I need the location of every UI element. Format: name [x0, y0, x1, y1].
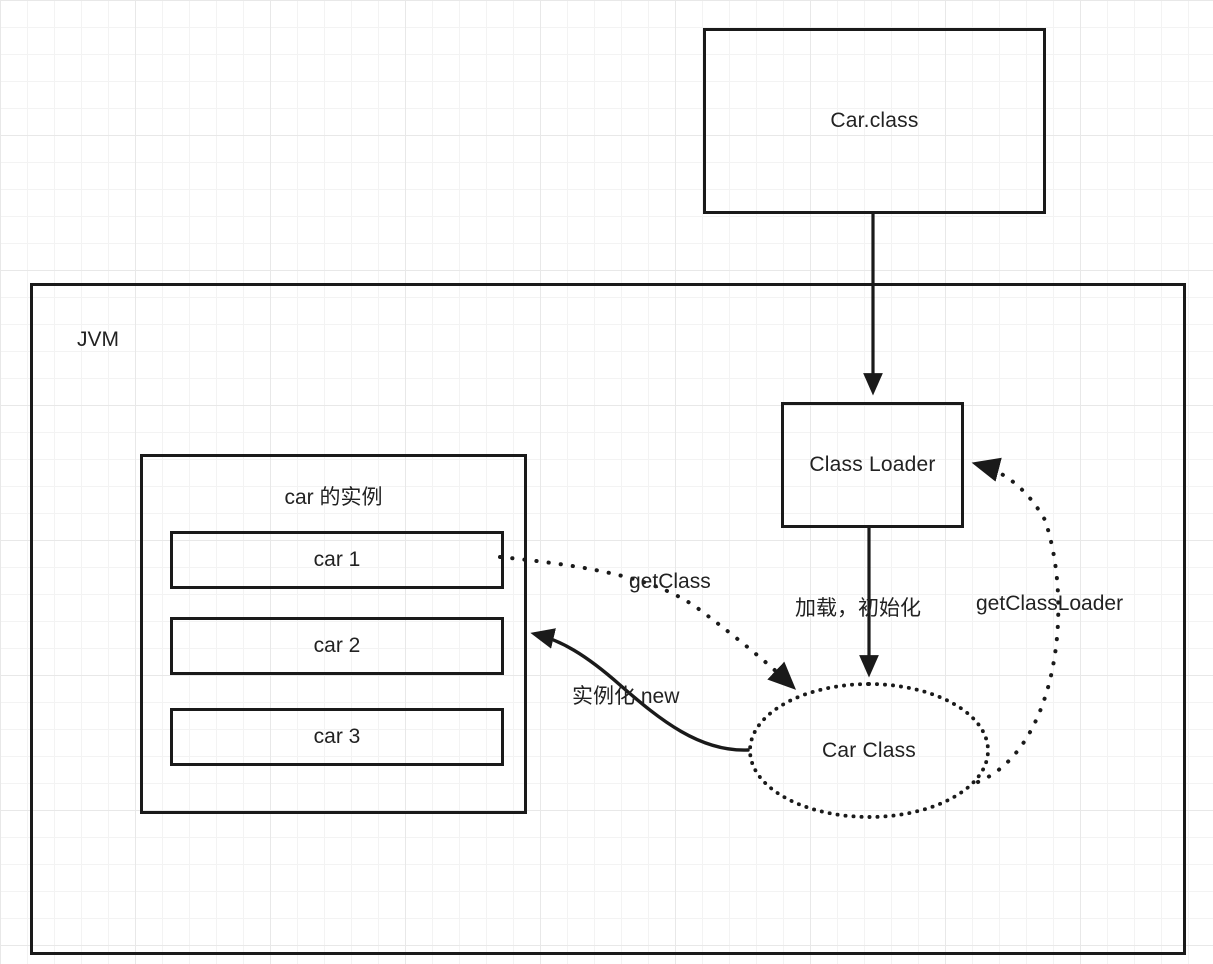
edge-label-new-instance: 实例化 new	[572, 685, 680, 708]
car-instances-title: car 的实例	[284, 486, 383, 509]
edge-label-get-class: getClass	[629, 570, 711, 593]
node-class-loader[interactable]: Class Loader	[781, 402, 964, 528]
edge-label-get-class-loader: getClassLoader	[976, 592, 1124, 615]
node-car-class-file[interactable]: Car.class	[703, 28, 1046, 214]
list-item-car-3[interactable]: car 3	[170, 708, 504, 766]
node-car-instances[interactable]: car 的实例 car 1 car 2 car 3	[140, 454, 527, 814]
node-jvm[interactable]: JVM	[30, 283, 1186, 955]
list-item-car-2[interactable]: car 2	[170, 617, 504, 675]
jvm-label: JVM	[77, 328, 119, 351]
car-class-label: Car Class	[822, 738, 916, 762]
node-car-class[interactable]: Car Class	[748, 682, 990, 819]
list-item-car-1[interactable]: car 1	[170, 531, 504, 589]
edge-label-load-init: 加载，初始化	[795, 597, 921, 620]
car-class-file-label: Car.class	[830, 109, 919, 132]
class-loader-label: Class Loader	[809, 453, 936, 476]
